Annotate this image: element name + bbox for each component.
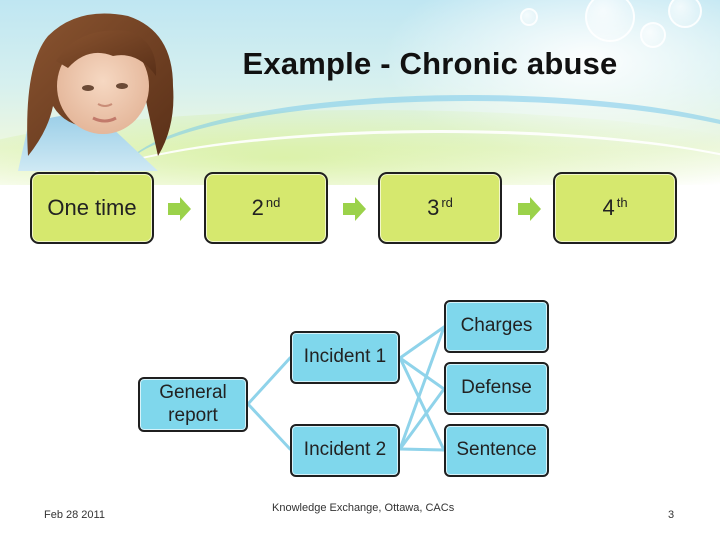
child-photo [18, 13, 174, 171]
right-arrow-icon [343, 197, 366, 221]
ordinal-suffix: th [616, 194, 628, 210]
general-report-label: General report [159, 381, 227, 426]
outcome-label: Charges [460, 315, 533, 337]
footer-date: Feb 28 2011 [44, 509, 105, 521]
sentence-box: Sentence [444, 424, 549, 477]
header-banner [0, 0, 720, 185]
bubble-decoration [668, 0, 702, 28]
right-arrow-icon [518, 197, 541, 221]
incident-2-box: Incident 2 [290, 424, 400, 477]
timeline-step-label: One time [47, 195, 137, 220]
timeline-step-label: 4 [602, 195, 615, 220]
timeline-step-label: 2 [251, 195, 264, 220]
incident-label: Incident 2 [303, 439, 387, 461]
page-number: 3 [668, 509, 675, 521]
timeline-step-label: 3 [427, 195, 440, 220]
ordinal-suffix: nd [265, 194, 281, 210]
right-arrow-icon [168, 197, 191, 221]
timeline-step-one-time: One time [30, 172, 154, 244]
incident-label: Incident 1 [303, 346, 387, 368]
footer-center-text: Knowledge Exchange, Ottawa, CACs [272, 502, 455, 514]
general-report-box: General report [138, 377, 248, 432]
banner-arc-highlight [60, 130, 720, 185]
ordinal-suffix: rd [441, 194, 453, 210]
outcome-label: Defense [461, 377, 532, 399]
bubble-decoration [520, 8, 538, 26]
outcome-label: Sentence [456, 439, 537, 461]
defense-box: Defense [444, 362, 549, 415]
banner-arc [120, 95, 720, 185]
bubble-decoration [585, 0, 635, 42]
incident-1-box: Incident 1 [290, 331, 400, 384]
bubble-decoration [640, 22, 666, 48]
slide-title: Example - Chronic abuse [242, 46, 618, 81]
charges-box: Charges [444, 300, 549, 353]
